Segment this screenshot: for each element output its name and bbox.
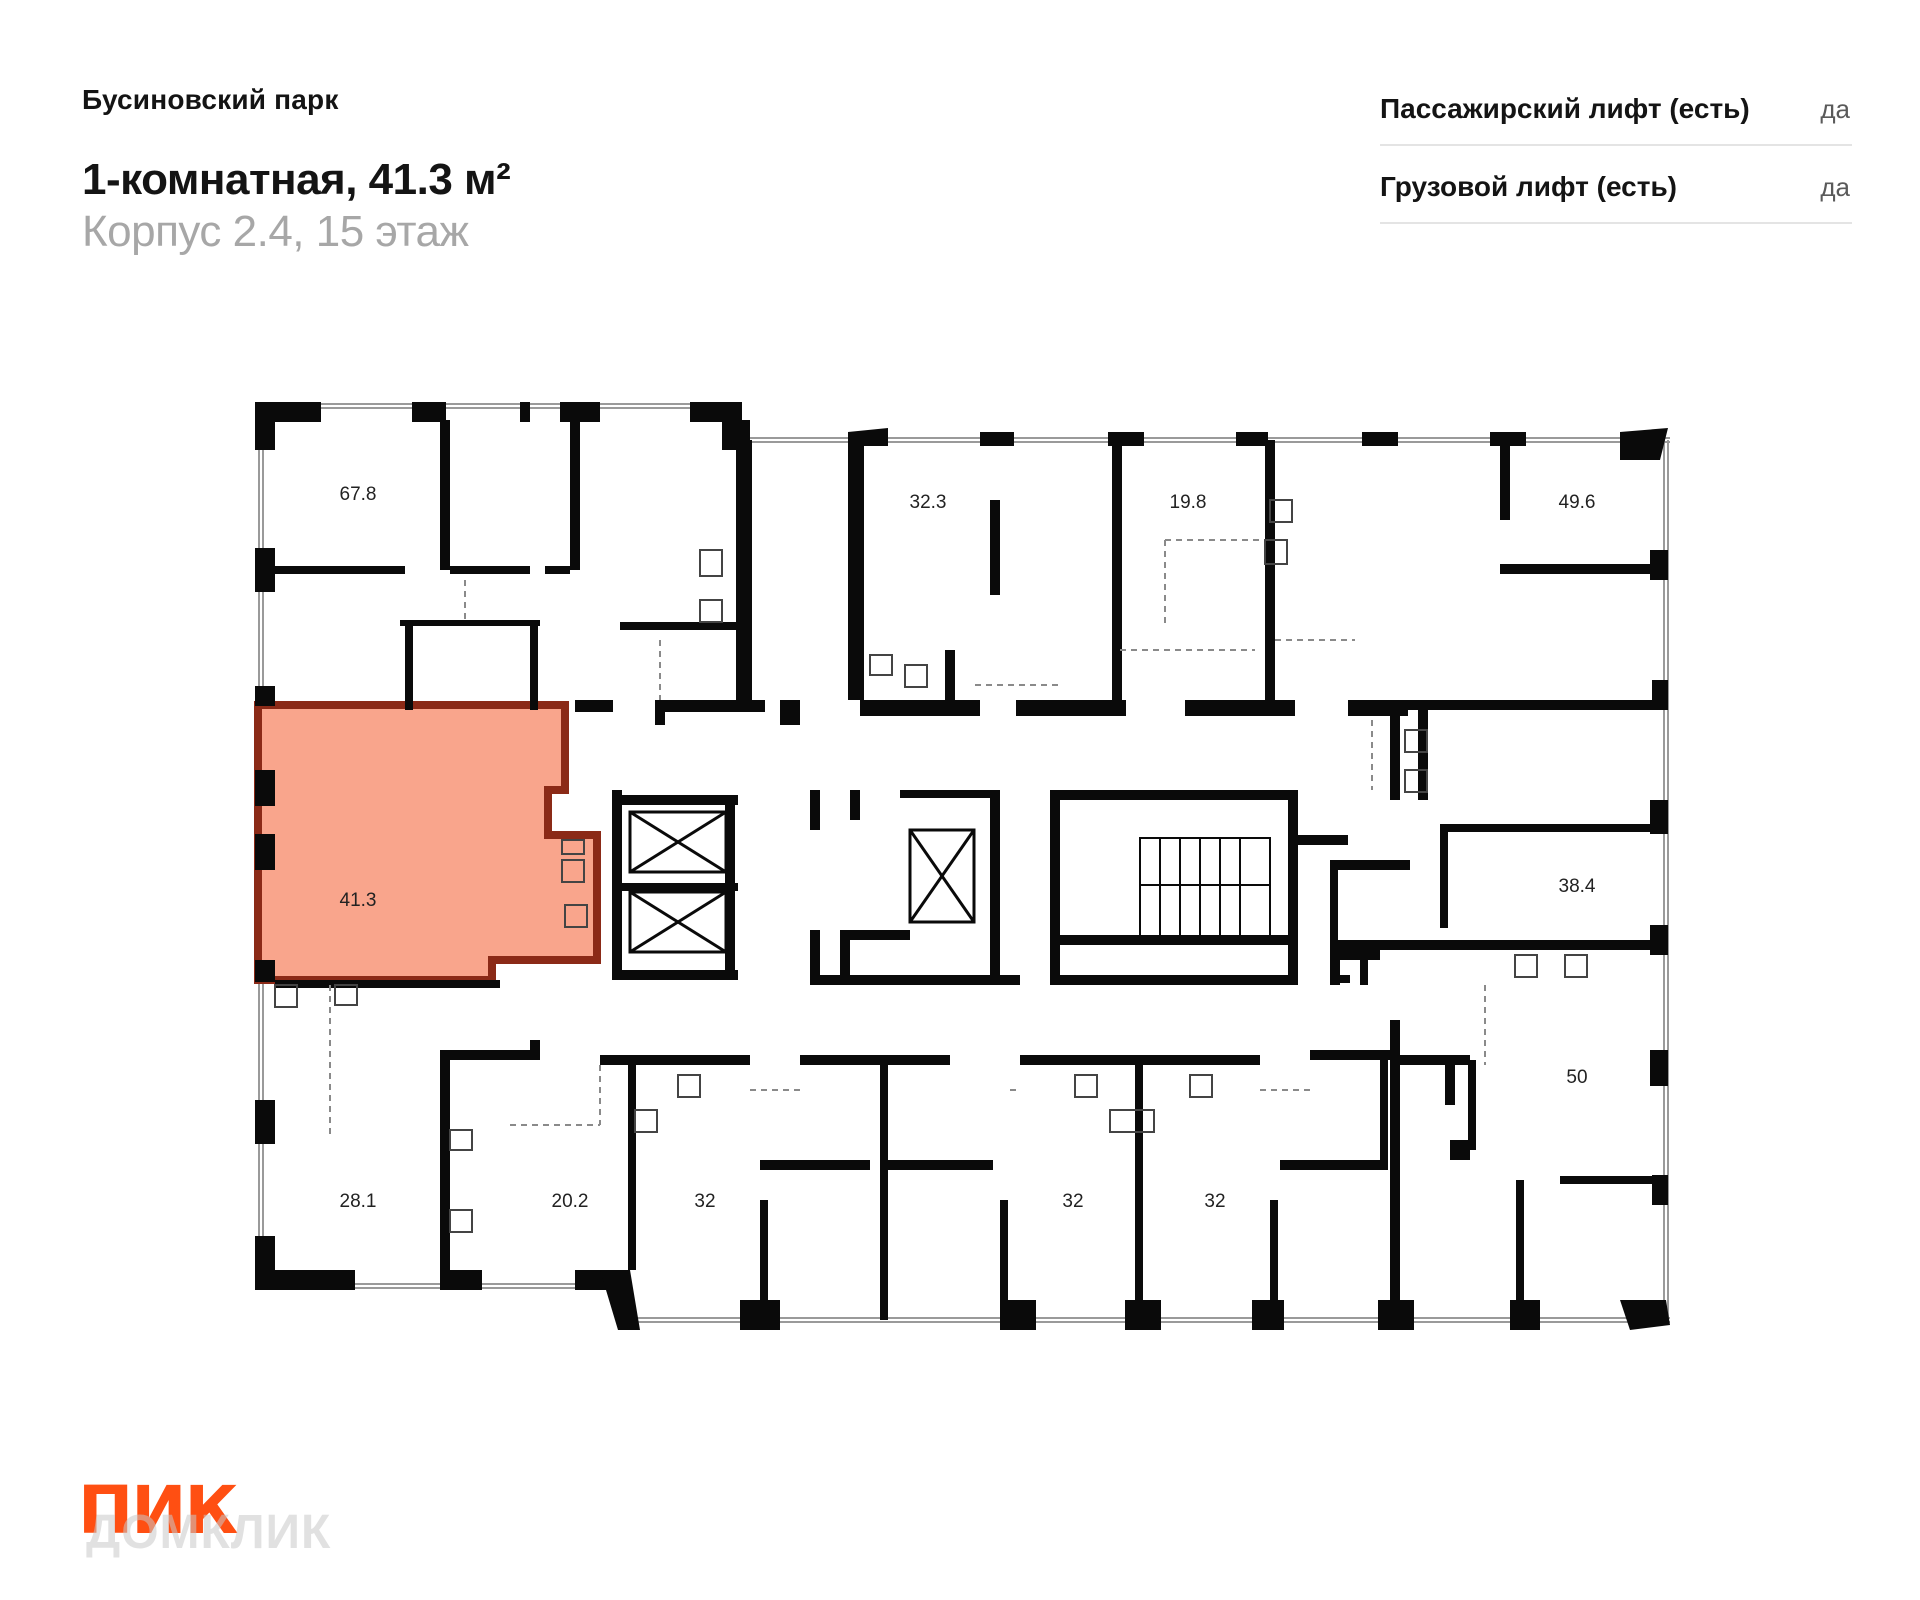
apartment-area-label: 50 — [1566, 1067, 1587, 1088]
header: Бусиновский парк 1-комнатная, 41.3 м² Ко… — [82, 84, 511, 258]
building-floor: Корпус 2.4, 15 этаж — [82, 207, 469, 256]
apartment-area-label-selected: 41.3 — [340, 890, 377, 911]
staircase — [1139, 837, 1271, 937]
spec-label: Грузовой лифт (есть) — [1380, 171, 1677, 202]
project-name: Бусиновский парк — [82, 84, 339, 115]
walls — [255, 402, 1670, 1330]
spec-row-freight-elevator: Грузовой лифт (есть) да — [1380, 146, 1852, 224]
apartment-title: 1-комнатная, 41.3 м² — [82, 155, 511, 204]
dashed-lines — [329, 539, 1486, 1135]
spec-value: да — [1820, 93, 1850, 124]
apartment-area-label: 32 — [1062, 1191, 1083, 1212]
apartment-area-label: 32.3 — [910, 492, 947, 513]
selected-apartment-shape — [254, 701, 601, 984]
apartment-area-label: 38.4 — [1559, 876, 1596, 897]
spec-table: Пассажирский лифт (есть) да Грузовой лиф… — [1380, 68, 1852, 224]
pik-logo: ПИК — [78, 1472, 238, 1549]
elevator-symbols — [628, 810, 976, 954]
apartment-area-label: 49.6 — [1559, 492, 1596, 513]
apartment-area-label: 28.1 — [340, 1191, 377, 1212]
spec-value: да — [1820, 171, 1850, 202]
spec-label: Пассажирский лифт (есть) — [1380, 93, 1750, 124]
apartment-area-label: 67.8 — [340, 484, 377, 505]
logo-text: ПИК — [78, 1472, 238, 1549]
spec-row-passenger-elevator: Пассажирский лифт (есть) да — [1380, 68, 1852, 146]
domclick-watermark: ДОМКЛИК — [86, 1506, 332, 1559]
apartment-area-label: 20.2 — [552, 1191, 589, 1212]
apartment-area-label: 32 — [694, 1191, 715, 1212]
area-labels: 67.8 32.3 19.8 49.6 41.3 38.4 50 28.1 20… — [340, 484, 1596, 1212]
apartment-area-label: 32 — [1204, 1191, 1225, 1212]
apartment-area-label: 19.8 — [1170, 492, 1207, 513]
fixtures — [274, 499, 1588, 1233]
